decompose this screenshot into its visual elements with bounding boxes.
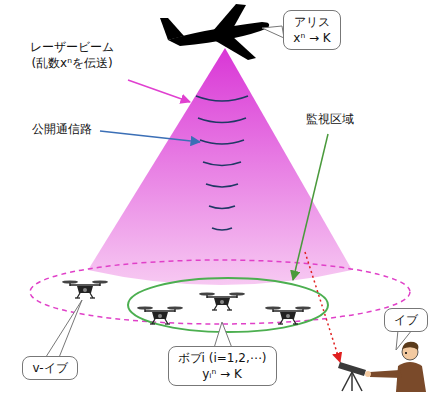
wave-arc (212, 228, 232, 230)
eve-figure (365, 342, 426, 392)
speech-bubble: ボブi (i=1,2,⋯)yᵢⁿ → K (168, 346, 277, 386)
bubble-text: yᵢⁿ → K (177, 366, 268, 382)
leader-arrow (293, 134, 328, 280)
wave-arc (200, 140, 244, 144)
speech-bubble: アリスxⁿ → K (283, 10, 341, 50)
bubble-text: xⁿ → K (292, 30, 332, 46)
laser-beam (88, 48, 352, 285)
wave-arc (198, 118, 246, 123)
bubble-text: イブ (393, 312, 419, 328)
annotation-label: レーザービーム (乱数xⁿを伝送) (24, 40, 120, 71)
tripod-leg (351, 372, 353, 391)
telescope-tube (338, 362, 366, 376)
airplane-tail (160, 18, 184, 40)
speech-bubble: v-イブ (22, 356, 78, 380)
wave-arc (203, 162, 241, 166)
drone (199, 292, 245, 310)
airplane (160, 4, 269, 60)
eve-arm (370, 370, 402, 378)
bubble-text: ボブi (i=1,2,⋯) (177, 350, 268, 366)
leader-arrow (128, 80, 190, 102)
telescope (338, 362, 366, 391)
wave-arc (206, 184, 238, 187)
eve-eye (405, 352, 407, 354)
dashed-zone (30, 260, 410, 324)
leader-arrow (100, 131, 200, 142)
wave-arc (209, 206, 235, 209)
annotation-label: 公開通信路 (32, 122, 92, 138)
eve-hand (365, 371, 371, 377)
bubble-tail (214, 322, 232, 348)
bubble-text: v-イブ (31, 360, 69, 376)
drone (265, 306, 311, 324)
bubble-text: アリス (292, 14, 332, 30)
wave-arcs (196, 96, 248, 230)
eavesdrop-arrow (305, 252, 340, 362)
drone (137, 306, 183, 324)
eve-hair (402, 342, 419, 350)
bubble-tail (262, 26, 284, 38)
airplane-wing (214, 36, 256, 60)
tripod-leg (342, 372, 352, 391)
drone (62, 280, 108, 298)
bubble-tail (44, 300, 82, 360)
monitored-area (128, 278, 328, 332)
airplane-wing (212, 4, 246, 32)
wave-arc (196, 96, 248, 101)
speech-bubble: イブ (384, 308, 428, 332)
annotation-label: 監視区域 (306, 112, 354, 128)
